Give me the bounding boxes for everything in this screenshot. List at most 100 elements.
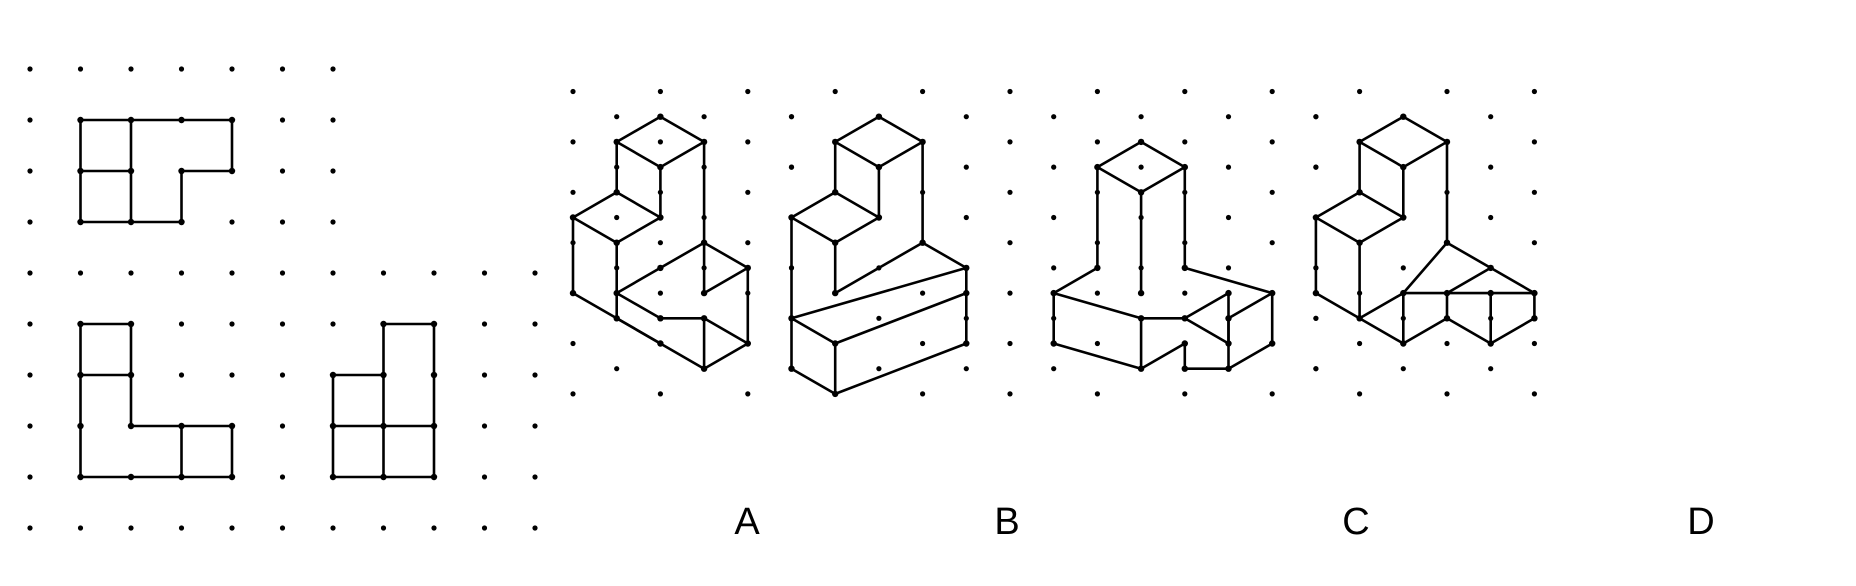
vertex-dot bbox=[788, 365, 795, 372]
grid-dot bbox=[920, 340, 926, 347]
vertex-dot bbox=[1356, 189, 1363, 196]
edge-line bbox=[877, 140, 924, 169]
grid-dot bbox=[431, 270, 437, 276]
vertex-dot bbox=[1356, 315, 1363, 322]
grid-dot bbox=[229, 66, 235, 72]
edge-line bbox=[833, 342, 968, 396]
vertex-dot bbox=[1137, 289, 1145, 297]
vertex-dot bbox=[875, 113, 883, 120]
grid-dot bbox=[1007, 290, 1013, 296]
vertex-dot bbox=[788, 214, 795, 221]
vertex-dot bbox=[613, 315, 620, 322]
grid-dot bbox=[745, 391, 751, 397]
vertex-dot bbox=[77, 422, 84, 430]
grid-dot bbox=[1182, 88, 1188, 95]
grid-dot bbox=[1531, 391, 1537, 397]
grid-dot bbox=[1007, 189, 1013, 195]
vertex-dot bbox=[1181, 163, 1189, 171]
vertex-dot bbox=[1443, 289, 1451, 297]
grid-dot bbox=[77, 270, 84, 276]
grid-dot bbox=[481, 474, 488, 480]
grid-dot bbox=[279, 270, 286, 276]
vertex-dot bbox=[178, 167, 185, 175]
vertex-dot bbox=[1443, 315, 1451, 322]
grid-dot bbox=[1444, 391, 1450, 397]
option-b-figure bbox=[788, 88, 1013, 398]
edge-line bbox=[1139, 342, 1187, 371]
vertex-dot bbox=[127, 422, 135, 430]
vertex-dot bbox=[1181, 315, 1189, 322]
edge-line bbox=[833, 191, 881, 219]
grid-dot bbox=[431, 525, 437, 531]
grid-dot bbox=[1400, 366, 1406, 372]
edge-line bbox=[921, 241, 968, 270]
vertex-dot bbox=[178, 218, 185, 226]
vertex-dot bbox=[77, 218, 84, 226]
grid-dot bbox=[745, 88, 751, 95]
edge-line bbox=[1358, 191, 1405, 219]
vertex-dot bbox=[875, 214, 883, 221]
grid-dot bbox=[27, 525, 33, 531]
edge-line bbox=[1445, 316, 1492, 345]
front-view bbox=[77, 320, 236, 481]
vertex-dot bbox=[569, 214, 577, 221]
grid-dot bbox=[963, 214, 969, 221]
edge-line bbox=[615, 291, 662, 320]
vertex-dot bbox=[1531, 289, 1538, 297]
grid-dot bbox=[1313, 366, 1319, 372]
grid-dot bbox=[481, 270, 488, 276]
grid-dot bbox=[1488, 214, 1494, 221]
edge-line bbox=[615, 115, 662, 144]
vertex-dot bbox=[700, 289, 708, 297]
grid-dot bbox=[27, 372, 33, 378]
vertex-dot bbox=[1312, 289, 1320, 297]
grid-dot bbox=[27, 219, 33, 225]
vertex-dot bbox=[1225, 365, 1232, 372]
grid-dot bbox=[330, 321, 336, 327]
vertex-dot bbox=[613, 189, 620, 196]
edge-line bbox=[1096, 140, 1143, 169]
vertex-dot bbox=[1356, 138, 1363, 146]
vertex-dot bbox=[657, 264, 664, 272]
side-view bbox=[329, 320, 438, 481]
grid-dot bbox=[1313, 164, 1319, 170]
vertex-dot bbox=[127, 371, 135, 379]
vertex-dot bbox=[1137, 365, 1145, 372]
vertex-dot bbox=[127, 218, 135, 226]
grid-dot bbox=[481, 525, 488, 531]
grid-dot bbox=[1051, 214, 1057, 221]
vertex-dot bbox=[657, 315, 664, 322]
edge-line bbox=[1445, 266, 1492, 295]
option-b-solid bbox=[788, 113, 970, 398]
vertex-dot bbox=[1225, 289, 1232, 297]
edge-line bbox=[1402, 241, 1449, 295]
edge-line bbox=[702, 316, 750, 345]
option-d-solid bbox=[1312, 113, 1538, 347]
vertex-dot bbox=[430, 422, 438, 430]
edge-line bbox=[1183, 291, 1230, 320]
orthographic-views bbox=[27, 66, 538, 531]
grid-dot bbox=[279, 423, 286, 429]
edge-line bbox=[1052, 266, 1099, 295]
vertex-dot bbox=[1137, 138, 1145, 146]
vertex-dot bbox=[329, 371, 337, 379]
grid-dot bbox=[876, 315, 882, 321]
grid-dot bbox=[963, 164, 969, 170]
grid-dot bbox=[657, 88, 664, 95]
grid-dot bbox=[27, 66, 33, 72]
grid-dot bbox=[330, 168, 336, 174]
grid-dot bbox=[279, 219, 286, 225]
grid-dot bbox=[1357, 88, 1363, 95]
vertex-dot bbox=[700, 365, 708, 372]
option-d-figure bbox=[1312, 88, 1538, 397]
vertex-dot bbox=[127, 320, 135, 328]
vertex-dot bbox=[657, 163, 664, 171]
vertex-dot bbox=[832, 390, 839, 398]
vertex-dot bbox=[430, 320, 438, 328]
grid-dot bbox=[1051, 366, 1057, 372]
grid-dot bbox=[1225, 114, 1232, 120]
grid-dot bbox=[27, 168, 33, 174]
grid-dot bbox=[1138, 114, 1144, 120]
edge-line bbox=[1139, 140, 1187, 169]
